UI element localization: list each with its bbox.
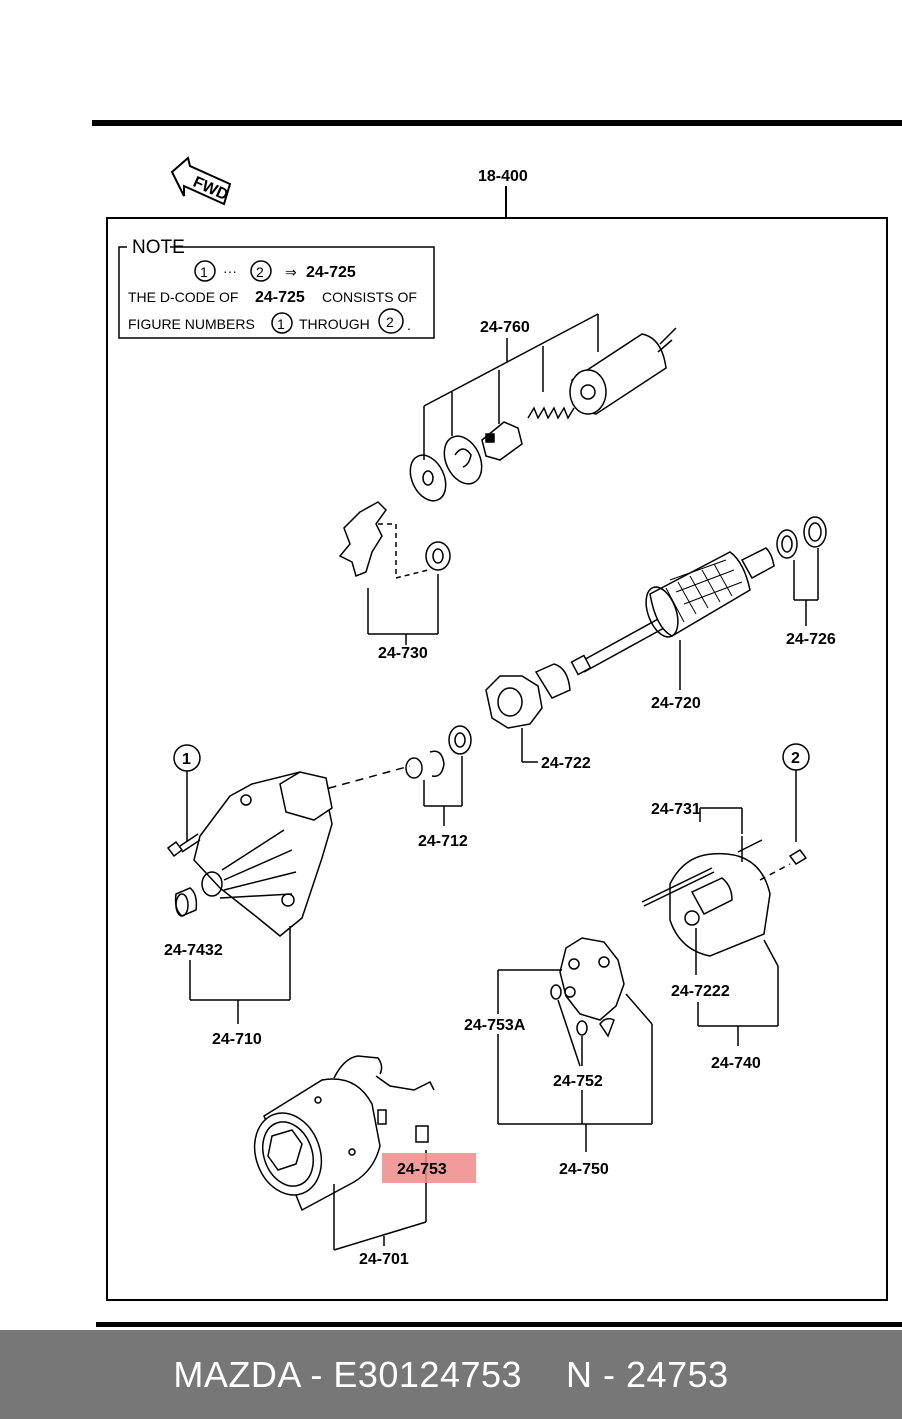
- svg-text:1: 1: [182, 751, 191, 768]
- label-24-731: 24-731: [651, 801, 701, 818]
- callout-2: 2: [782, 743, 810, 865]
- label-24-752: 24-752: [553, 1073, 603, 1090]
- label-24-726: 24-726: [786, 631, 836, 648]
- footer-bar: MAZDA - E30124753 N - 24753: [0, 1330, 902, 1419]
- fwd-arrow-icon: FWD: [170, 156, 232, 206]
- note-ref-2: 2: [256, 264, 264, 280]
- label-24-740: 24-740: [711, 1055, 761, 1072]
- parts-diagram: FWD 18-400 NOTE 1 ··· 2 ⇒ 24-725 THE D-C…: [92, 120, 902, 1327]
- label-24-710: 24-710: [212, 1031, 262, 1048]
- note-line2-pre: THE D-CODE OF: [128, 289, 238, 305]
- label-24-760: 24-760: [480, 319, 530, 336]
- diagram-frame: [106, 217, 888, 1301]
- armature-group: [570, 547, 775, 690]
- brush-holder-group: [497, 937, 653, 1152]
- rear-cover-group: [641, 807, 791, 1046]
- washers-group: [776, 516, 827, 626]
- pinion-group: [485, 663, 571, 763]
- label-24-750: 24-750: [559, 1161, 609, 1178]
- label-24-753: 24-753: [397, 1161, 447, 1178]
- note-line2-code: 24-725: [255, 289, 305, 306]
- bottom-rule: [96, 1322, 902, 1327]
- note-line3-pre: FIGURE NUMBERS: [128, 316, 255, 332]
- label-24-701: 24-701: [359, 1251, 409, 1268]
- note-code: 24-725: [306, 264, 356, 281]
- label-24-730: 24-730: [378, 645, 428, 662]
- note-box: NOTE 1 ··· 2 ⇒ 24-725 THE D-CODE OF 24-7…: [118, 237, 435, 339]
- note-line2-post: CONSISTS OF: [322, 289, 417, 305]
- footer-number: N - 24753: [566, 1353, 729, 1395]
- note-ellipsis: ···: [223, 263, 237, 279]
- label-24-720: 24-720: [651, 695, 701, 712]
- callout-1: 1: [173, 744, 201, 842]
- note-line3-ref2: 2: [386, 314, 394, 330]
- note-line3-end: .: [407, 317, 411, 333]
- footer-brand-part: MAZDA - E30124753: [173, 1353, 523, 1395]
- front-housing-group: [166, 771, 333, 1024]
- label-24-712: 24-712: [418, 833, 468, 850]
- note-ref-1: 1: [200, 264, 208, 280]
- note-line3-ref1: 1: [277, 316, 285, 332]
- note-arrow: ⇒: [285, 264, 297, 280]
- lever-group: [338, 501, 451, 645]
- top-rule: [92, 120, 902, 126]
- note-title: NOTE: [132, 237, 185, 258]
- solenoid-group: [409, 313, 677, 502]
- label-24-753A: 24-753A: [464, 1017, 526, 1034]
- label-24-7222: 24-7222: [671, 983, 730, 1000]
- label-24-7432: 24-7432: [164, 942, 223, 959]
- assembly-label: 18-400: [478, 168, 528, 185]
- note-line3-mid: THROUGH: [299, 316, 370, 332]
- label-24-722: 24-722: [541, 755, 591, 772]
- yoke-group: [253, 1055, 435, 1251]
- highlight-24-753: [382, 1153, 476, 1183]
- svg-text:2: 2: [791, 750, 800, 767]
